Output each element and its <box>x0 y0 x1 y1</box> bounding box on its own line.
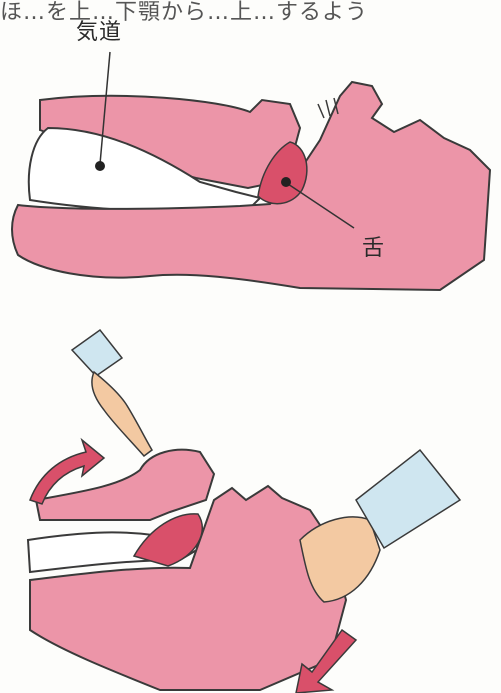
head-cross-section-open-icon <box>28 330 460 693</box>
label-airway: 気道 <box>76 14 122 46</box>
label-tongue: 舌 <box>362 230 385 262</box>
sleeve-left <box>72 330 122 376</box>
airway-pointer-dot <box>95 161 105 171</box>
tongue-pointer-dot <box>281 177 291 187</box>
hand-pressing-forehead-icon <box>92 372 152 456</box>
head-cross-section-closed-icon <box>12 52 490 290</box>
